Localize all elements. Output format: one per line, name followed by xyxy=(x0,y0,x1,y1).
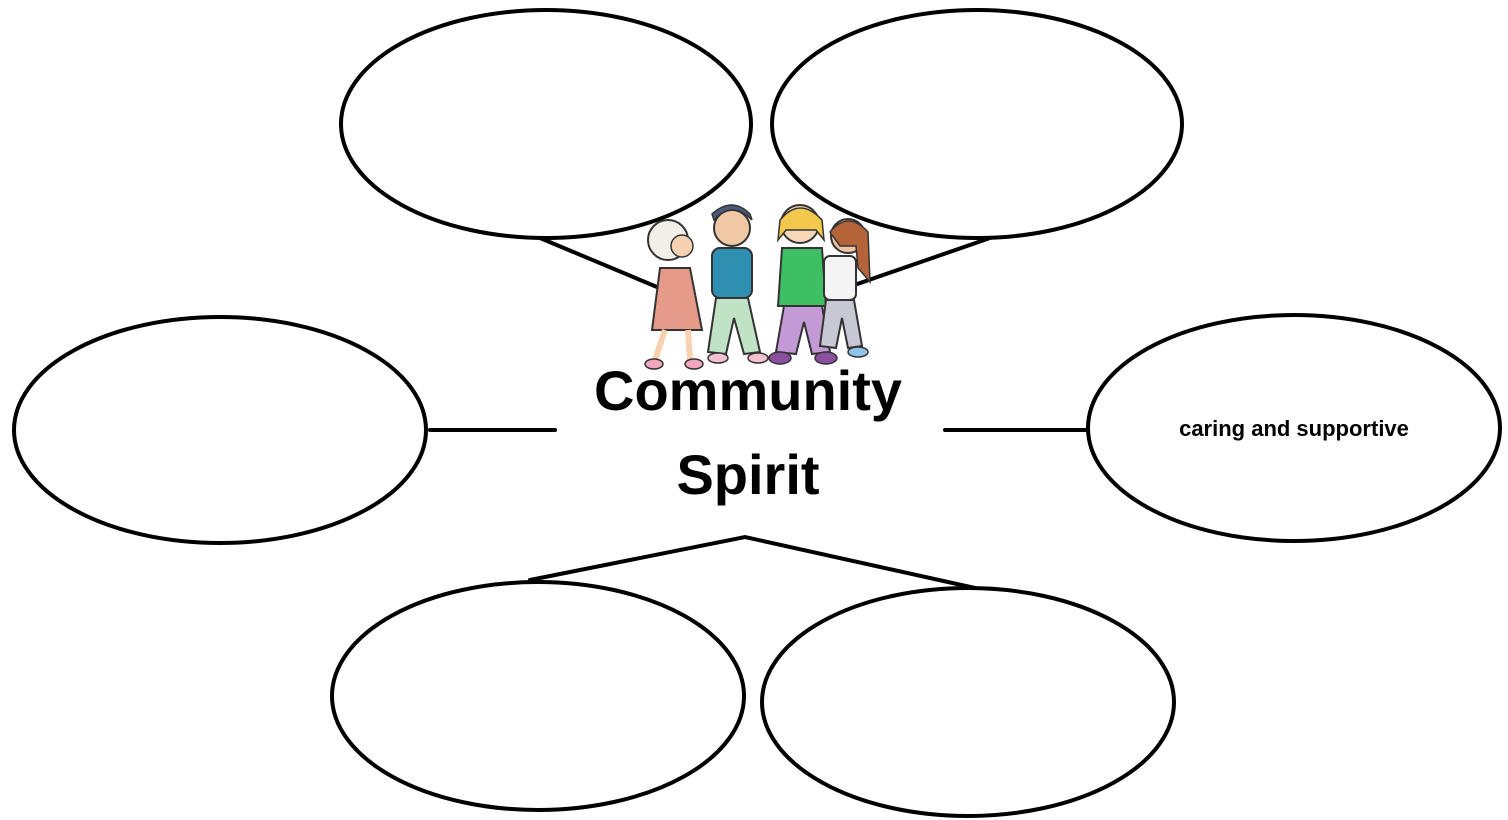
child-figure xyxy=(706,204,769,364)
bubble-top-left[interactable] xyxy=(339,8,753,240)
title-line-2: Spirit xyxy=(676,443,819,506)
bubble-top-right[interactable] xyxy=(770,8,1184,240)
child-figure xyxy=(644,219,704,370)
connector-top-right xyxy=(838,236,992,292)
bubble-right-label: caring and supportive xyxy=(1179,416,1409,441)
child-figure xyxy=(768,204,838,365)
title-line-1: Community xyxy=(594,359,902,422)
bubble-bottom-left[interactable] xyxy=(330,580,746,812)
central-topic: Community Spirit xyxy=(594,359,902,506)
child-figure xyxy=(818,218,871,358)
bubble-bottom-right[interactable] xyxy=(760,586,1176,818)
children-walking-illustration xyxy=(644,204,871,370)
bubble-right[interactable]: caring and supportive xyxy=(1086,313,1502,543)
connector-bottom xyxy=(528,534,977,590)
bubble-left[interactable] xyxy=(12,315,428,545)
